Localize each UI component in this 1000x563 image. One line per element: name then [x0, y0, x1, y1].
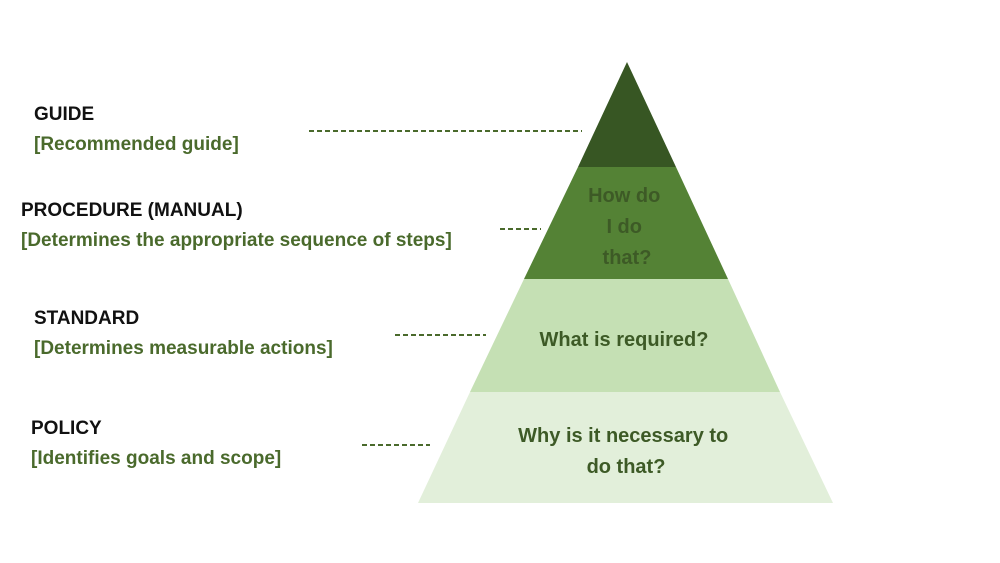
standard-question: What is required? [540, 329, 709, 351]
label-policy: POLICY [Identifies goals and scope] [31, 418, 281, 470]
level-title: POLICY [31, 418, 102, 439]
procedure-question-line: I do [606, 216, 642, 238]
policy-question-line: do that? [587, 456, 666, 478]
label-guide: GUIDE [Recommended guide] [34, 104, 239, 156]
procedure-question-line: that? [603, 247, 652, 269]
level-description: [Recommended guide] [34, 134, 239, 155]
policy-question: Why is it necessary to do that? [518, 425, 734, 478]
level-title: STANDARD [34, 308, 140, 329]
pyramid-tier-standard [470, 279, 780, 392]
label-standard: STANDARD [Determines measurable actions] [34, 308, 333, 360]
pyramid-tier-guide [578, 62, 676, 167]
level-description: [Determines measurable actions] [34, 338, 333, 359]
level-description: [Determines the appropriate sequence of … [21, 230, 452, 251]
pyramid-tier-policy [418, 392, 833, 503]
level-description: [Identifies goals and scope] [31, 448, 282, 469]
standard-question-line: What is required? [540, 329, 709, 351]
policy-question-line: Why is it necessary to [518, 425, 728, 447]
pyramid-tier-procedure [524, 167, 728, 279]
label-procedure: PROCEDURE (MANUAL) [Determines the appro… [21, 200, 452, 252]
procedure-question-line: How do [588, 185, 660, 207]
procedure-question: How do I do that? [588, 185, 666, 269]
level-title: PROCEDURE (MANUAL) [21, 200, 243, 221]
level-title: GUIDE [34, 104, 95, 125]
